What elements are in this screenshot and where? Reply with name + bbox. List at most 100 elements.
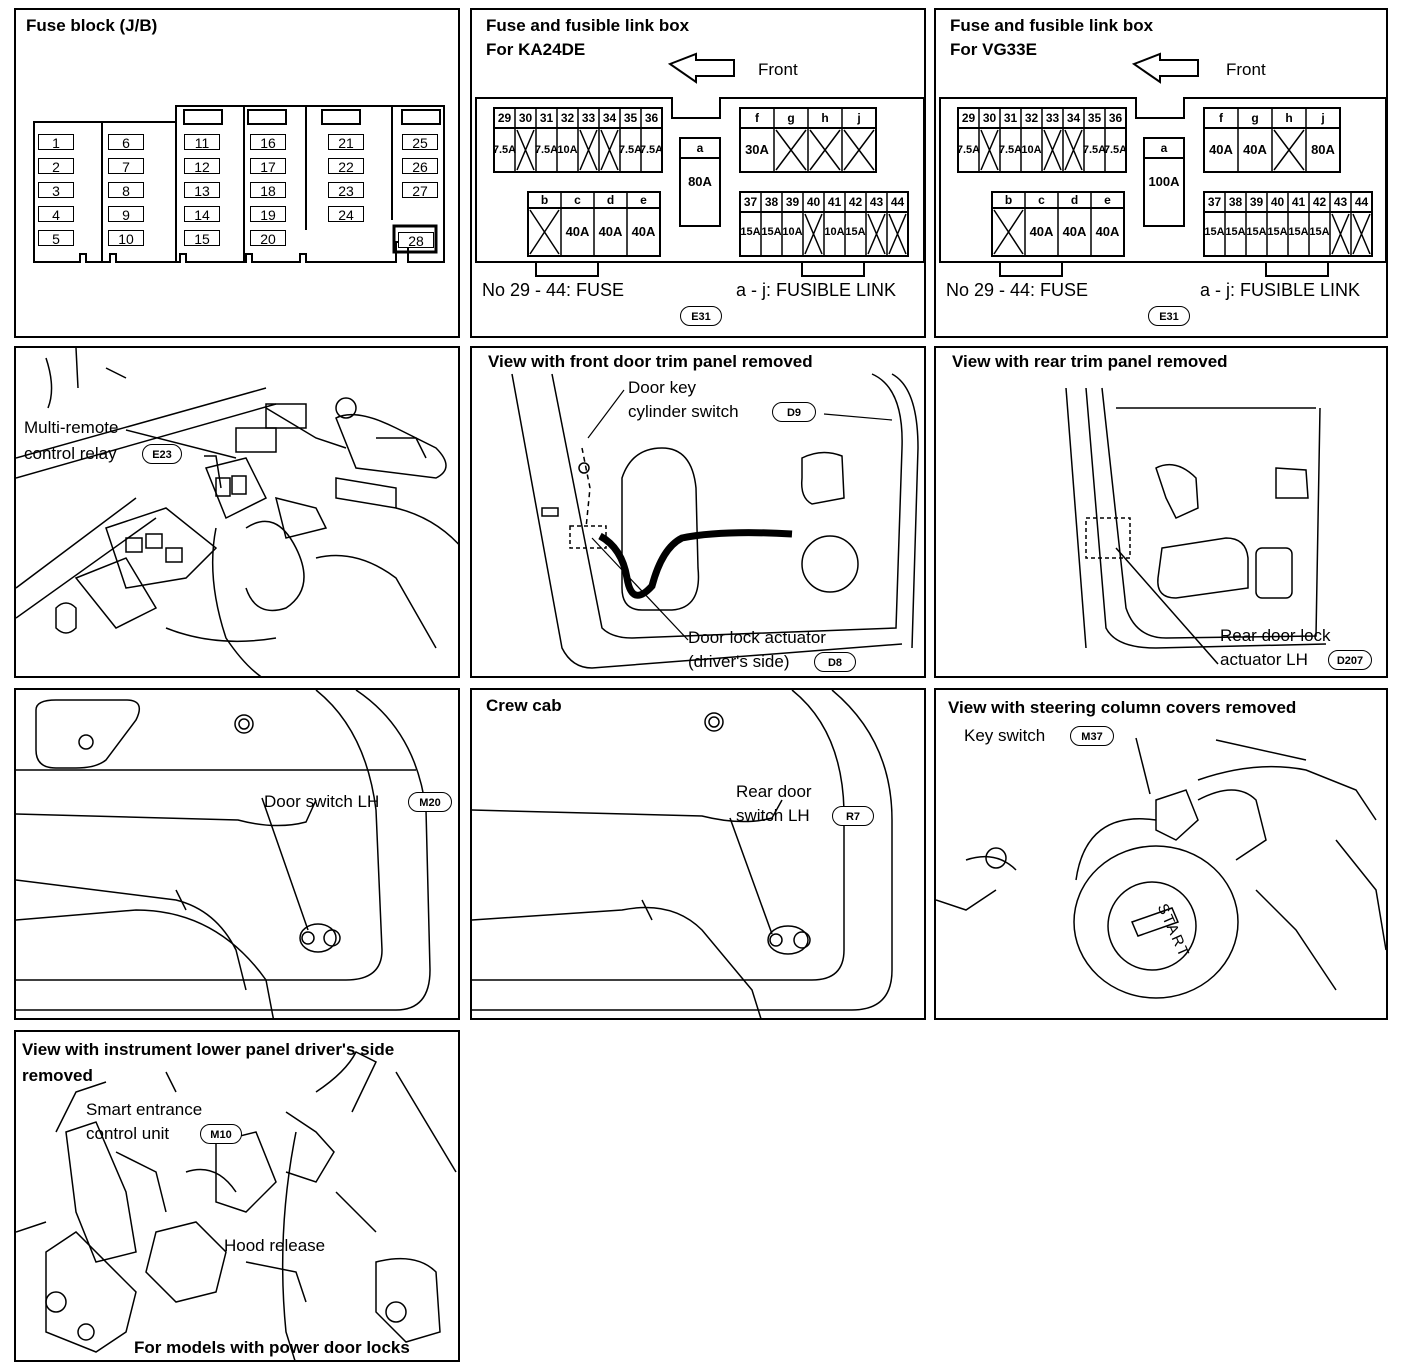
- fuse-1: 1: [38, 134, 74, 151]
- fuse-number: 35: [623, 111, 638, 125]
- fuse-8: 8: [108, 182, 144, 199]
- connector-badge-d8: D8: [814, 652, 856, 672]
- connector-badge: M20: [408, 792, 452, 812]
- fuse-number: 38: [764, 195, 779, 209]
- blank-slot-cross: [579, 129, 598, 171]
- panel-footer: For models with power door locks: [134, 1338, 410, 1357]
- link-rating: 40A: [598, 224, 623, 239]
- blank-slot-cross: [980, 129, 999, 171]
- connector-badge-d9: D9: [772, 402, 816, 422]
- key-switch-label: Key switch: [964, 726, 1046, 745]
- fuse-number: 31: [539, 111, 554, 125]
- fuse-22: 22: [328, 158, 364, 175]
- blank-slot-cross: [1273, 129, 1305, 171]
- vg33e-link-box-panel: Fuse and fusible link box For VG33E Fron…: [934, 8, 1388, 338]
- fuse-rating: 15A: [1204, 226, 1225, 238]
- blank-slot-cross: [1331, 213, 1350, 255]
- ka24de-link-box-panel: Fuse and fusible link box For KA24DE Fro…: [470, 8, 926, 338]
- front-label: Front: [758, 60, 798, 79]
- fuse-9: 9: [108, 206, 144, 223]
- fuse-number: 43: [1333, 195, 1348, 209]
- fuse-rating: 10A: [557, 144, 578, 156]
- fuse-rating: 7.5A: [492, 144, 517, 156]
- fuse-7: 7: [108, 158, 144, 175]
- fuse-number: 44: [890, 195, 905, 209]
- fuse-rating: 15A: [1225, 226, 1246, 238]
- link-letter: b: [1004, 193, 1013, 207]
- fusible-link-legend: a - j: FUSIBLE LINK: [736, 280, 897, 300]
- panel-subtitle: For VG33E: [950, 40, 1037, 59]
- fuse-rating: 7.5A: [1103, 144, 1128, 156]
- fuse-rating: 15A: [1267, 226, 1288, 238]
- link-letter: d: [606, 193, 615, 207]
- fuse-number: 31: [1003, 111, 1018, 125]
- connector-badge: D207: [1328, 650, 1372, 670]
- fuse-rating: 10A: [824, 226, 845, 238]
- link-letter: h: [821, 111, 829, 125]
- fuse-number: 40: [806, 195, 821, 209]
- link-rating: 40A: [1209, 142, 1233, 157]
- blank-slot-cross: [1352, 213, 1371, 255]
- link-box-outline: [939, 52, 1386, 277]
- fuse-26: 26: [402, 158, 438, 175]
- link-rating: 40A: [1095, 224, 1120, 239]
- fuse-18: 18: [250, 182, 286, 199]
- blank-slot-cross: [867, 213, 886, 255]
- blank-slot-cross: [1064, 129, 1083, 171]
- front-arrow-icon: [1131, 52, 1199, 84]
- fuse-15: 15: [184, 230, 220, 247]
- panel-title: View with instrument lower panel driver'…: [22, 1040, 395, 1059]
- actuator-label: Door lock actuator: [688, 628, 826, 647]
- rear-trim-panel: View with rear trim panel removed Rear d…: [934, 346, 1388, 678]
- door-switch-panel: Door switch LH M20: [14, 688, 460, 1020]
- relay-label: Multi-remote: [24, 418, 119, 437]
- connector-badge: M10: [200, 1124, 242, 1144]
- link-letter: g: [1251, 111, 1259, 125]
- fuse-rating: 15A: [845, 226, 866, 238]
- fuse-number: 36: [1108, 111, 1123, 125]
- fuse-number: 37: [1207, 195, 1222, 209]
- connector-badge: E31: [1148, 306, 1190, 326]
- fuse-rating: 7.5A: [639, 144, 664, 156]
- fuse-number: 38: [1228, 195, 1243, 209]
- key-switch-panel: View with steering column covers removed…: [934, 688, 1388, 1020]
- fuse-rating: 15A: [761, 226, 782, 238]
- fuse-19: 19: [250, 206, 286, 223]
- rear-lock-label: Rear door lock: [1220, 626, 1331, 645]
- fuse-number: 34: [1066, 111, 1081, 125]
- fuse-number: 36: [644, 111, 659, 125]
- panel-title: Fuse and fusible link box: [950, 16, 1154, 35]
- instrument-panel-illustration: [16, 1050, 457, 1360]
- fuse-21: 21: [328, 134, 364, 151]
- fuse-2: 2: [38, 158, 74, 175]
- fuse-rating: 10A: [1021, 144, 1042, 156]
- instrument-panel-view: View with instrument lower panel driver'…: [14, 1030, 460, 1362]
- blank-slot-cross: [804, 213, 823, 255]
- fuse-3: 3: [38, 182, 74, 199]
- fuse-24: 24: [328, 206, 364, 223]
- blank-slot-cross: [843, 129, 875, 171]
- fuse-number: 32: [1024, 111, 1039, 125]
- fuse-number: 35: [1087, 111, 1102, 125]
- smart-entrance-label-line2: control unit: [86, 1124, 170, 1143]
- fuse-number: 39: [1249, 195, 1264, 209]
- key-cylinder-illustration: [936, 737, 1386, 999]
- panel-title: Fuse and fusible link box: [486, 16, 690, 35]
- link-rating: 100A: [1148, 174, 1180, 189]
- fuse-number: 41: [1291, 195, 1306, 209]
- rear-door-switch-label: Rear door: [736, 782, 812, 801]
- fuse-12: 12: [184, 158, 220, 175]
- link-letter: j: [857, 111, 861, 125]
- fusible-link-legend: a - j: FUSIBLE LINK: [1200, 280, 1361, 300]
- fuse-17: 17: [250, 158, 286, 175]
- link-letter: e: [640, 193, 647, 207]
- fuse-legend: No 29 - 44: FUSE: [482, 280, 625, 300]
- fuse-rating: 15A: [1288, 226, 1309, 238]
- door-key-label: Door key: [628, 378, 697, 397]
- rear-lock-label-line2: actuator LH: [1220, 650, 1308, 669]
- fuse-number: 44: [1354, 195, 1369, 209]
- fuse-number: 32: [560, 111, 575, 125]
- engine-bay-panel: Multi-remote control relay E23: [14, 346, 460, 678]
- connector-badge: E31: [680, 306, 722, 326]
- link-letter: d: [1070, 193, 1079, 207]
